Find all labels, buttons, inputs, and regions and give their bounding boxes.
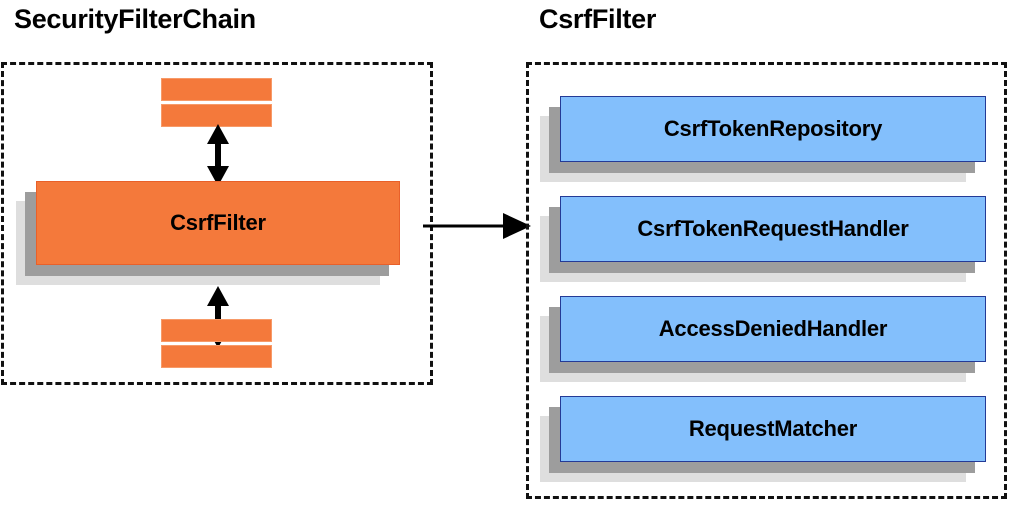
filter-bar-bottom-2 [161,345,272,368]
chain-arrow-above-csrffilter-icon [207,124,229,186]
component-label: CsrfTokenRequestHandler [637,216,909,241]
component-label: CsrfFilter [170,210,266,235]
card-face: CsrfFilter [36,181,400,265]
panel-csrf-filter [526,62,1007,499]
component-label: AccessDeniedHandler [658,316,888,341]
filter-bar-top-1 [161,78,272,101]
panel-title-csrf-filter: CsrfFilter [539,4,657,34]
component-csrffilter[interactable]: CsrfFilter [16,181,400,285]
component-label: RequestMatcher [688,416,858,441]
component-requestmatcher[interactable]: RequestMatcher [540,396,986,482]
component-accessdeniedhandler[interactable]: AccessDeniedHandler [540,296,986,382]
card-face: AccessDeniedHandler [560,296,986,362]
component-csrftokenrequesthandler[interactable]: CsrfTokenRequestHandler [540,196,986,282]
card-face: CsrfTokenRepository [560,96,986,162]
card-face: RequestMatcher [560,396,986,462]
filter-bar-top-2 [161,104,272,127]
csrf-filter-expansion-arrow-icon [423,213,531,239]
filter-bar-bottom-1 [161,319,272,342]
panel-security-filter-chain [1,62,433,385]
card-face: CsrfTokenRequestHandler [560,196,986,262]
panel-title-security-filter-chain: SecurityFilterChain [14,4,256,34]
component-label: CsrfTokenRepository [663,116,883,141]
component-csrftokenrepository[interactable]: CsrfTokenRepository [540,96,986,182]
